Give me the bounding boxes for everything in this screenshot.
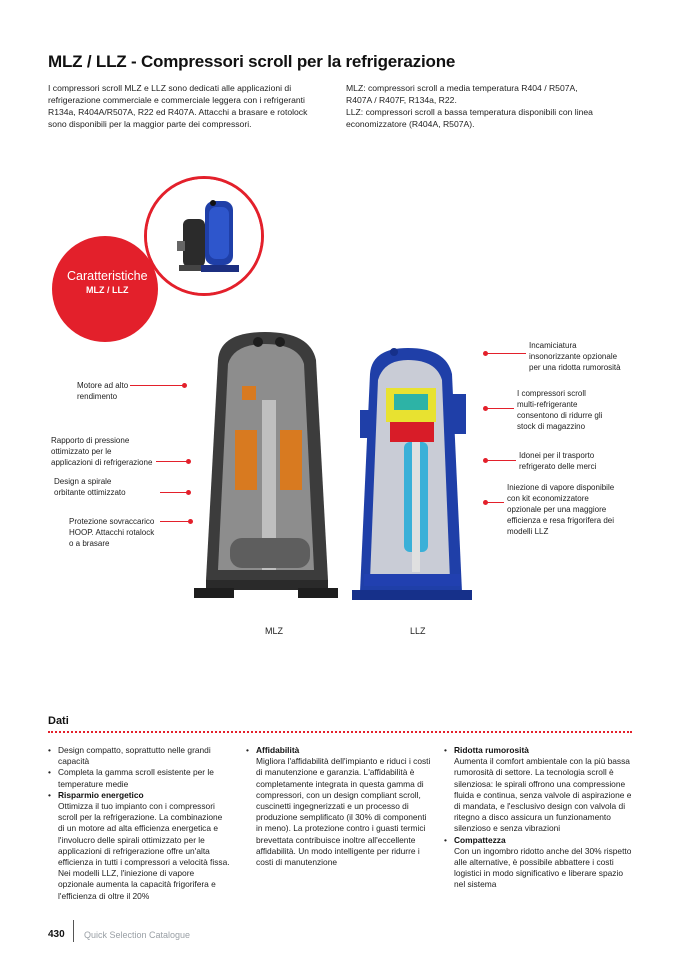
leader-line xyxy=(486,502,504,503)
footer-divider xyxy=(73,920,74,942)
callout-dot xyxy=(483,406,488,411)
intro-right: MLZ: compressori scroll a media temperat… xyxy=(346,83,593,129)
list-item: Completa la gamma scroll esistente per l… xyxy=(48,767,230,789)
callout-overload-protection: Protezione sovraccarico HOOP. Attacchi r… xyxy=(69,517,155,548)
product-photo-circle xyxy=(144,176,264,296)
callout-vapor-injection: Iniezione di vapore disponibile con kit … xyxy=(507,483,615,536)
list-item: Design compatto, soprattutto nelle grand… xyxy=(48,745,230,767)
page-number: 430 xyxy=(48,929,65,940)
caption-mlz: MLZ xyxy=(265,626,283,636)
leader-line xyxy=(486,460,516,461)
intro-left: I compressori scroll MLZ e LLZ sono dedi… xyxy=(48,83,308,129)
callout-multi-refrigerant: I compressori scroll multi-refrigerante … xyxy=(517,389,603,431)
callout-dot xyxy=(483,458,488,463)
callout-dot xyxy=(186,490,191,495)
leader-line xyxy=(130,385,184,386)
leader-line xyxy=(156,461,188,462)
mlz-compressor-icon xyxy=(194,332,338,598)
caption-llz: LLZ xyxy=(410,626,426,636)
compressor-cutaway-illustration xyxy=(194,332,472,600)
page-title: MLZ / LLZ - Compressori scroll per la re… xyxy=(48,52,456,71)
features-title: Caratteristiche xyxy=(67,269,148,283)
footer-text: Quick Selection Catalogue xyxy=(84,930,191,940)
features-subtitle: MLZ / LLZ xyxy=(86,285,129,295)
leader-line xyxy=(160,521,190,522)
callout-transport: Idonei per il trasporto refrigerato dell… xyxy=(519,451,597,471)
leader-line xyxy=(160,492,188,493)
callout-spiral-design: Design a spirale orbitante ottimizzato xyxy=(54,477,126,497)
leader-line xyxy=(486,353,526,354)
callout-sound-jacket: Incamiciatura insonorizzante opzionale p… xyxy=(529,341,621,372)
callout-dot xyxy=(182,383,187,388)
dotted-divider xyxy=(48,731,632,733)
callout-dot xyxy=(186,459,191,464)
callout-dot xyxy=(483,351,488,356)
callout-pressure-ratio: Rapporto di pressione ottimizzato per le… xyxy=(51,436,153,467)
callout-dot xyxy=(483,500,488,505)
dati-heading: Dati xyxy=(48,715,69,727)
dati-column-1: Design compatto, soprattutto nelle grand… xyxy=(48,745,230,902)
features-badge xyxy=(52,236,158,342)
llz-compressor-icon xyxy=(352,348,472,600)
callout-motor: Motore ad alto rendimento xyxy=(77,381,129,401)
compressors-photo-icon xyxy=(147,179,261,293)
callout-dot xyxy=(188,519,193,524)
leader-line xyxy=(486,408,514,409)
